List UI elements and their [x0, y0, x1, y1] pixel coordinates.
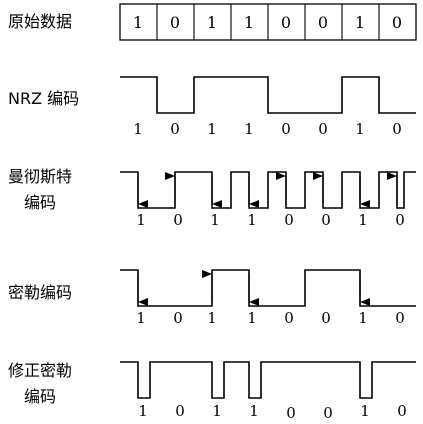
nrz-label: NRZ 编码 [8, 89, 79, 108]
nrz-bit: 1 [133, 120, 143, 138]
modified-miller-bit: 1 [249, 402, 259, 420]
nrz-bit: 1 [355, 120, 365, 138]
manchester-bit: 0 [395, 211, 405, 229]
modified-miller-bit: 0 [397, 402, 407, 420]
modified-miller-bit: 0 [286, 404, 296, 422]
miller-bit: 0 [395, 309, 405, 327]
raw-bit: 1 [244, 13, 254, 32]
nrz-bit: 0 [392, 120, 402, 138]
manchester-bit: 0 [173, 211, 183, 229]
nrz-bit: 1 [207, 120, 217, 138]
modified-miller-label-line1: 修正密勒 [8, 361, 72, 380]
manchester-bit: 1 [210, 211, 220, 229]
modified-miller-bit: 1 [360, 402, 370, 420]
manchester-label-line2: 编码 [24, 193, 56, 212]
raw-data-grid [119, 3, 417, 41]
nrz-bit: 1 [244, 120, 254, 138]
raw-bit: 0 [392, 13, 402, 32]
nrz-bit: 0 [281, 120, 291, 138]
modified-miller-label-line2: 编码 [24, 387, 56, 406]
miller-bit: 0 [173, 309, 183, 327]
modified-miller-bit: 1 [138, 402, 148, 420]
manchester-bit: 0 [321, 211, 331, 229]
miller-bit: 1 [247, 309, 257, 327]
manchester-label-line1: 曼彻斯特 [8, 167, 72, 186]
miller-bit: 1 [358, 309, 368, 327]
miller-bit: 1 [136, 309, 146, 327]
raw-bit: 0 [170, 13, 180, 32]
raw-bit: 1 [355, 13, 365, 32]
raw-bit: 0 [318, 13, 328, 32]
modified-miller-bit: 0 [175, 402, 185, 420]
miller-bit: 1 [207, 309, 217, 327]
nrz-bit: 0 [170, 120, 180, 138]
nrz-bit: 0 [318, 120, 328, 138]
raw-bit: 1 [133, 13, 143, 32]
modified-miller-bit: 0 [323, 404, 333, 422]
manchester-bit: 1 [136, 211, 146, 229]
modified-miller-waveform [120, 361, 416, 399]
raw-bit: 0 [281, 13, 291, 32]
manchester-bit: 1 [358, 211, 368, 229]
miller-waveform [120, 269, 416, 307]
modified-miller-bit: 1 [212, 402, 222, 420]
manchester-bit: 1 [247, 211, 257, 229]
manchester-waveform [120, 171, 416, 209]
raw-bit: 1 [207, 13, 217, 32]
nrz-waveform [120, 76, 416, 114]
miller-label: 密勒编码 [8, 283, 72, 302]
manchester-bit: 0 [284, 211, 294, 229]
raw-data-label: 原始数据 [8, 12, 72, 31]
miller-bit: 0 [321, 309, 331, 327]
miller-bit: 0 [284, 309, 294, 327]
